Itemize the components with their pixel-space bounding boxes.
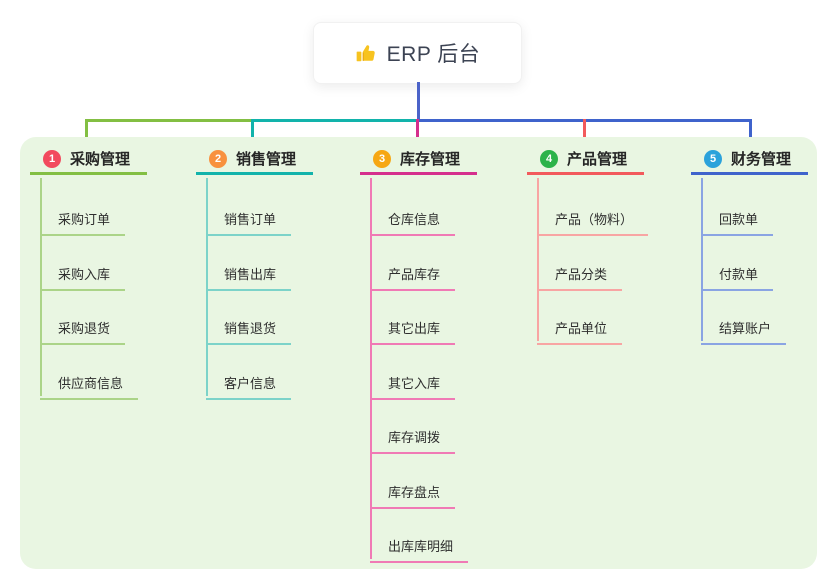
branch-node[interactable]: 3 库存管理 <box>360 146 477 175</box>
branch-number-badge: 4 <box>540 150 558 168</box>
branch-label: 产品管理 <box>567 150 628 168</box>
branch-label: 采购管理 <box>70 150 131 168</box>
branch-node[interactable]: 5 财务管理 <box>691 146 808 175</box>
child-node-label: 库存调拨 <box>388 430 441 445</box>
child-node-label: 出库库明细 <box>388 539 454 554</box>
branch-label: 财务管理 <box>731 150 792 168</box>
child-node-label: 库存盘点 <box>388 484 441 500</box>
child-node[interactable]: 仓库信息 <box>370 211 456 236</box>
child-node[interactable]: 采购退货 <box>40 320 126 345</box>
connector-drop-purchase <box>85 119 88 143</box>
connector-bus-segment-teal <box>252 119 419 122</box>
connector-drop-inventory <box>416 119 419 146</box>
child-node[interactable]: 销售出库 <box>206 266 292 291</box>
child-node[interactable]: 采购订单 <box>40 211 126 236</box>
child-node-label: 销售出库 <box>224 266 277 282</box>
child-node-label: 回款单 <box>719 212 759 227</box>
thumbs-up-icon <box>355 42 377 64</box>
branch-children-connector-line <box>206 178 208 396</box>
branch-children-connector-line <box>40 178 42 396</box>
branch-children-connector-line <box>537 178 539 341</box>
connector-drop-finance <box>749 119 752 141</box>
child-node-label: 其它出库 <box>388 321 441 336</box>
child-node-label: 其它入库 <box>388 375 441 391</box>
child-node-label: 销售订单 <box>224 212 277 227</box>
branches-background-panel <box>20 137 817 569</box>
child-node[interactable]: 库存盘点 <box>370 484 456 509</box>
branch: 2 销售管理 销售订单 销售出库 销售退货 客户信息 <box>196 146 313 566</box>
branch-number-badge: 1 <box>43 150 61 168</box>
child-node[interactable]: 产品单位 <box>537 320 623 345</box>
branch-number-badge: 5 <box>704 150 722 168</box>
child-node[interactable]: 产品（物料） <box>537 211 649 236</box>
child-node[interactable]: 采购入库 <box>40 266 126 291</box>
root-node[interactable]: ERP 后台 <box>313 22 522 84</box>
branch: 5 财务管理 回款单 付款单 结算账户 <box>691 146 808 566</box>
child-node-label: 产品（物料） <box>555 212 634 227</box>
child-node-label: 付款单 <box>719 266 759 282</box>
connector-drop-sales <box>251 119 254 143</box>
child-node[interactable]: 产品库存 <box>370 266 456 291</box>
child-node-label: 产品单位 <box>555 321 608 336</box>
branch-node[interactable]: 2 销售管理 <box>196 146 313 175</box>
branch-number-badge: 3 <box>373 150 391 168</box>
child-node-label: 采购入库 <box>58 266 111 282</box>
child-node-label: 采购订单 <box>58 212 111 227</box>
child-node[interactable]: 其它入库 <box>370 375 456 400</box>
child-node[interactable]: 销售订单 <box>206 211 292 236</box>
child-node[interactable]: 供应商信息 <box>40 375 139 400</box>
connector-bus-segment-green <box>85 119 253 122</box>
branch-children-connector-line <box>370 178 372 559</box>
child-node-label: 客户信息 <box>224 375 277 391</box>
branch-label: 销售管理 <box>236 150 297 168</box>
branch: 1 采购管理 采购订单 采购入库 采购退货 供应商信息 <box>30 146 147 566</box>
branch-children-connector-line <box>701 178 703 341</box>
branch-node[interactable]: 1 采购管理 <box>30 146 147 175</box>
child-node-label: 采购退货 <box>58 321 111 336</box>
child-node-label: 仓库信息 <box>388 212 441 227</box>
branch-number-badge: 2 <box>209 150 227 168</box>
connector-drop-product <box>583 119 586 142</box>
child-node[interactable]: 销售退货 <box>206 320 292 345</box>
branch-label: 库存管理 <box>400 150 461 168</box>
child-node[interactable]: 产品分类 <box>537 266 623 291</box>
root-connector-line <box>417 82 420 121</box>
branch-node[interactable]: 4 产品管理 <box>527 146 644 175</box>
child-node[interactable]: 回款单 <box>701 211 774 236</box>
child-node-label: 供应商信息 <box>58 375 124 391</box>
root-title: ERP 后台 <box>386 43 481 66</box>
child-node[interactable]: 结算账户 <box>701 320 787 345</box>
child-node[interactable]: 其它出库 <box>370 320 456 345</box>
branch: 3 库存管理 仓库信息 产品库存 其它出库 其它入库 库存调拨 库存盘点 出库库… <box>360 146 477 566</box>
child-node-label: 结算账户 <box>719 321 772 336</box>
child-node-label: 销售退货 <box>224 321 277 336</box>
child-node[interactable]: 出库库明细 <box>370 538 469 563</box>
child-node[interactable]: 库存调拨 <box>370 429 456 454</box>
child-node-label: 产品分类 <box>555 266 608 282</box>
branch: 4 产品管理 产品（物料） 产品分类 产品单位 <box>527 146 649 566</box>
child-node[interactable]: 付款单 <box>701 266 774 291</box>
child-node-label: 产品库存 <box>388 266 441 282</box>
child-node[interactable]: 客户信息 <box>206 375 292 400</box>
